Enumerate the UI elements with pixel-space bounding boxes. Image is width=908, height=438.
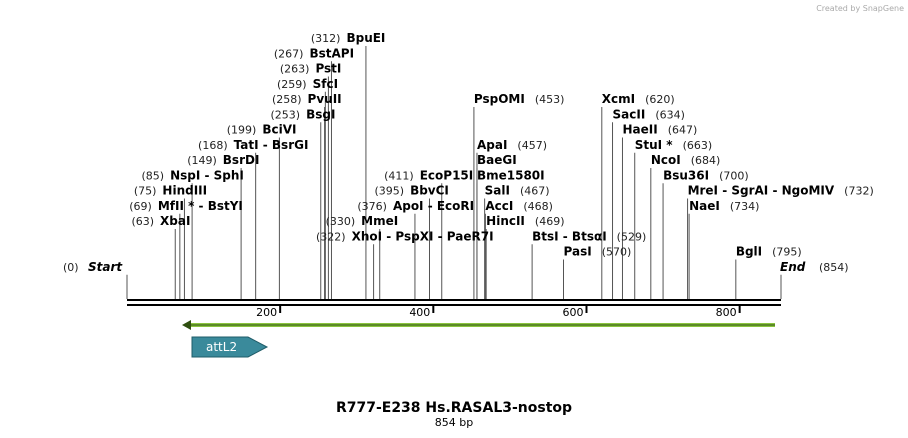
site-position: (411) bbox=[384, 169, 414, 182]
site-haeii[interactable]: HaeII bbox=[622, 123, 657, 137]
site-position: (322) bbox=[316, 230, 346, 243]
snapgene-credit: Created by SnapGene bbox=[816, 4, 904, 13]
site-ecop15i[interactable]: EcoP15I bbox=[420, 168, 474, 182]
site-acci[interactable]: AccI bbox=[485, 199, 513, 213]
site-position: (85) bbox=[141, 169, 164, 182]
site-position: (267) bbox=[274, 47, 304, 60]
site-position: (570) bbox=[602, 246, 632, 259]
site-bpuei[interactable]: BpuEI bbox=[346, 31, 385, 45]
feature-label: attL2 bbox=[206, 340, 237, 354]
start-label: Start bbox=[88, 260, 123, 274]
orf-arrow bbox=[182, 320, 775, 330]
end-position: (854) bbox=[819, 261, 849, 274]
site-bsgi[interactable]: BsgI bbox=[306, 107, 335, 121]
site-mfii-bstyi[interactable]: MfII * - BstYI bbox=[158, 199, 243, 213]
site-mrei-sgrai-ngomiv[interactable]: MreI - SgrAI - NgoMIV bbox=[688, 184, 835, 198]
map-subtitle: 854 bp bbox=[435, 416, 473, 429]
site-bme1580i[interactable]: Bme1580I bbox=[477, 168, 545, 182]
site-xhoi-pspxi-paer7i[interactable]: XhoI - PspXI - PaeR7I bbox=[352, 229, 494, 243]
site-position: (467) bbox=[520, 185, 550, 198]
site-position: (258) bbox=[272, 93, 302, 106]
site-bstapi[interactable]: BstAPI bbox=[309, 46, 354, 60]
site-position: (620) bbox=[645, 93, 675, 106]
site-position: (63) bbox=[131, 215, 154, 228]
ruler-tick-label: 400 bbox=[409, 306, 430, 319]
site-naei[interactable]: NaeI bbox=[689, 199, 720, 213]
orf-arrow-head bbox=[182, 320, 191, 330]
site-position: (734) bbox=[730, 200, 760, 213]
site-stui[interactable]: StuI * bbox=[635, 138, 674, 152]
site-position: (468) bbox=[523, 200, 553, 213]
site-position: (253) bbox=[270, 108, 300, 121]
site-position: (395) bbox=[374, 185, 404, 198]
site-position: (795) bbox=[772, 246, 802, 259]
site-position: (69) bbox=[129, 200, 152, 213]
end-label: End bbox=[780, 260, 806, 274]
site-bsu36i[interactable]: Bsu36I bbox=[663, 168, 709, 182]
site-position: (330) bbox=[326, 215, 356, 228]
site-tati-bsrgi[interactable]: TatI - BsrGI bbox=[234, 138, 309, 152]
site-position: (168) bbox=[198, 139, 228, 152]
site-labels: (312) BpuEI (267) BstAPI (263) PstI (259) SfcI (… bbox=[63, 31, 874, 274]
site-baegi[interactable]: BaeGI bbox=[477, 153, 517, 167]
site-bbvci[interactable]: BbvCI bbox=[410, 184, 449, 198]
site-position: (634) bbox=[655, 108, 685, 121]
site-bcivi[interactable]: BciVI bbox=[262, 123, 296, 137]
site-position: (457) bbox=[517, 139, 547, 152]
feature-arrow[interactable] bbox=[191, 336, 269, 358]
site-sfci[interactable]: SfcI bbox=[313, 77, 338, 91]
site-ncoi[interactable]: NcoI bbox=[651, 153, 681, 167]
site-pspomi[interactable]: PspOMI bbox=[474, 92, 525, 106]
site-position: (75) bbox=[134, 185, 157, 198]
map-title: R777-E238 Hs.RASAL3-nostop bbox=[336, 400, 572, 416]
site-position: (259) bbox=[277, 78, 307, 91]
site-pvuii[interactable]: PvuII bbox=[308, 92, 342, 106]
site-position: (149) bbox=[187, 154, 217, 167]
site-position: (684) bbox=[691, 154, 721, 167]
ruler: 200 400 600 800 bbox=[256, 306, 741, 319]
site-hincii[interactable]: HincII bbox=[486, 214, 525, 228]
site-xbai[interactable]: XbaI bbox=[160, 214, 190, 228]
site-apoi-ecori[interactable]: ApoI - EcoRI bbox=[393, 199, 474, 213]
site-position: (312) bbox=[311, 32, 341, 45]
site-mmei[interactable]: MmeI bbox=[361, 214, 398, 228]
site-position: (199) bbox=[227, 124, 257, 137]
ruler-tick-label: 200 bbox=[256, 306, 277, 319]
site-position: (732) bbox=[844, 185, 874, 198]
site-bsrdi[interactable]: BsrDI bbox=[223, 153, 260, 167]
feature-attl2[interactable]: attL2 bbox=[191, 336, 269, 358]
ruler-tick-label: 600 bbox=[562, 306, 583, 319]
site-position: (469) bbox=[535, 215, 565, 228]
site-sali[interactable]: SalI bbox=[485, 184, 510, 198]
site-xcmi[interactable]: XcmI bbox=[602, 92, 635, 106]
site-bgli[interactable]: BglI bbox=[736, 245, 762, 259]
site-position: (663) bbox=[683, 139, 713, 152]
site-hindiii[interactable]: HindIII bbox=[162, 184, 207, 198]
site-nspi-sphi[interactable]: NspI - SphI bbox=[170, 168, 244, 182]
site-position: (453) bbox=[535, 93, 565, 106]
site-position: (529) bbox=[617, 230, 647, 243]
site-psti[interactable]: PstI bbox=[315, 62, 341, 76]
site-position: (700) bbox=[719, 169, 749, 182]
site-pasi[interactable]: PasI bbox=[564, 245, 592, 259]
site-position: (647) bbox=[668, 124, 698, 137]
sequence-backbone bbox=[127, 299, 781, 306]
site-sacii[interactable]: SacII bbox=[613, 107, 646, 121]
site-position: (376) bbox=[357, 200, 387, 213]
site-lines bbox=[126, 46, 782, 299]
ruler-tick-label: 800 bbox=[716, 306, 737, 319]
site-apai[interactable]: ApaI bbox=[477, 138, 507, 152]
site-btsi-bts-i[interactable]: BtsI - BtsαI bbox=[532, 229, 607, 243]
site-position: (263) bbox=[280, 63, 310, 76]
start-position: (0) bbox=[63, 261, 79, 274]
